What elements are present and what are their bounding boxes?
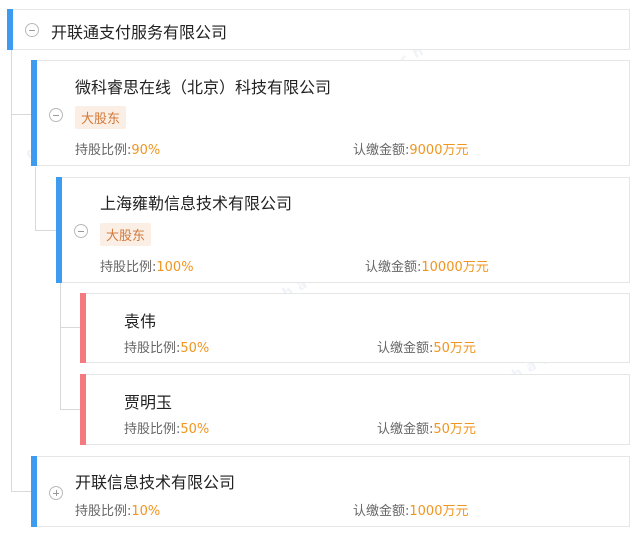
share-ratio: 持股比例:100% [100, 256, 194, 275]
tree-connector [60, 327, 82, 328]
accent-bar [56, 177, 62, 283]
subscribed-amount: 认缴金额:50万元 [377, 337, 476, 356]
amount-label: 认缴金额: [353, 143, 410, 158]
share-ratio-label: 持股比例: [100, 260, 157, 275]
subscribed-amount: 认缴金额:10000万元 [365, 256, 489, 275]
root-company-card[interactable]: 开联通支付服务有限公司 [7, 9, 630, 50]
collapse-icon[interactable] [25, 23, 39, 37]
share-ratio-label: 持股比例: [124, 422, 181, 437]
tree-connector [60, 409, 82, 410]
shareholder-name[interactable]: 微科睿思在线（北京）科技有限公司 [75, 78, 332, 97]
root-company-name[interactable]: 开联通支付服务有限公司 [51, 23, 228, 42]
amount-value: 50万元 [433, 341, 476, 356]
share-ratio-value: 10% [131, 504, 161, 519]
accent-bar [80, 293, 86, 363]
collapse-icon[interactable] [74, 224, 88, 238]
share-ratio-value: 90% [131, 143, 161, 158]
share-ratio: 持股比例:90% [75, 139, 160, 158]
tree-connector [11, 114, 33, 115]
amount-value: 9000万元 [409, 143, 469, 158]
accent-bar [7, 9, 13, 50]
share-ratio-value: 50% [180, 341, 210, 356]
shareholder-name[interactable]: 贾明玉 [124, 393, 173, 412]
accent-bar [80, 374, 86, 445]
tree-connector [11, 491, 33, 492]
subscribed-amount: 认缴金额:9000万元 [353, 139, 468, 158]
amount-value: 10000万元 [421, 260, 489, 275]
amount-label: 认缴金额: [377, 422, 434, 437]
tree-connector [60, 283, 61, 410]
expand-icon[interactable] [49, 486, 63, 500]
shareholder-card[interactable]: 贾明玉 持股比例:50% 认缴金额:50万元 [80, 374, 630, 445]
shareholder-card[interactable]: 开联信息技术有限公司 持股比例:10% 认缴金额:1000万元 [31, 456, 630, 527]
tree-connector [35, 167, 36, 231]
shareholder-name[interactable]: 上海雍勒信息技术有限公司 [100, 194, 293, 213]
share-ratio-label: 持股比例: [75, 143, 132, 158]
accent-bar [31, 456, 37, 527]
tree-connector [35, 230, 57, 231]
tree-connector [11, 50, 12, 492]
major-shareholder-badge: 大股东 [75, 106, 127, 129]
subscribed-amount: 认缴金额:50万元 [377, 418, 476, 437]
shareholder-name[interactable]: 袁伟 [124, 312, 157, 331]
share-ratio-value: 100% [156, 260, 194, 275]
shareholder-card[interactable]: 上海雍勒信息技术有限公司 大股东 持股比例:100% 认缴金额:10000万元 [56, 177, 630, 283]
amount-label: 认缴金额: [353, 504, 410, 519]
shareholder-card[interactable]: 微科睿思在线（北京）科技有限公司 大股东 持股比例:90% 认缴金额:9000万… [31, 60, 630, 166]
share-ratio: 持股比例:50% [124, 337, 209, 356]
share-ratio-value: 50% [180, 422, 210, 437]
amount-value: 50万元 [433, 422, 476, 437]
accent-bar [31, 60, 37, 166]
collapse-icon[interactable] [49, 108, 63, 122]
shareholder-card[interactable]: 袁伟 持股比例:50% 认缴金额:50万元 [80, 293, 630, 363]
amount-label: 认缴金额: [365, 260, 422, 275]
share-ratio: 持股比例:50% [124, 418, 209, 437]
share-ratio: 持股比例:10% [75, 500, 160, 519]
share-ratio-label: 持股比例: [75, 504, 132, 519]
amount-label: 认缴金额: [377, 341, 434, 356]
major-shareholder-badge: 大股东 [100, 223, 152, 246]
shareholder-name[interactable]: 开联信息技术有限公司 [75, 473, 236, 492]
amount-value: 1000万元 [409, 504, 469, 519]
subscribed-amount: 认缴金额:1000万元 [353, 500, 468, 519]
share-ratio-label: 持股比例: [124, 341, 181, 356]
